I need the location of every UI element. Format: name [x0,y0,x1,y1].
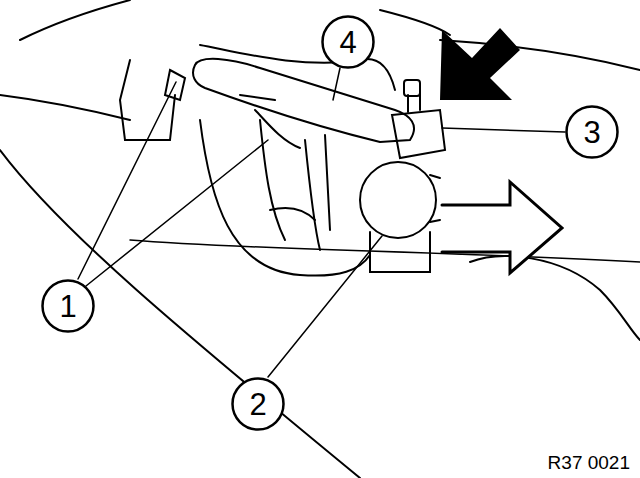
callout-circle: 2 [231,377,285,431]
callout-circle: 3 [565,105,619,159]
figure-code: R37 0021 [548,452,630,474]
callout-number: 1 [59,291,76,322]
callout-number: 4 [339,27,356,58]
callout-number: 2 [249,389,266,420]
callout-number: 3 [583,117,600,148]
callout-circle: 1 [41,279,95,333]
callout-circle: 4 [321,15,375,69]
